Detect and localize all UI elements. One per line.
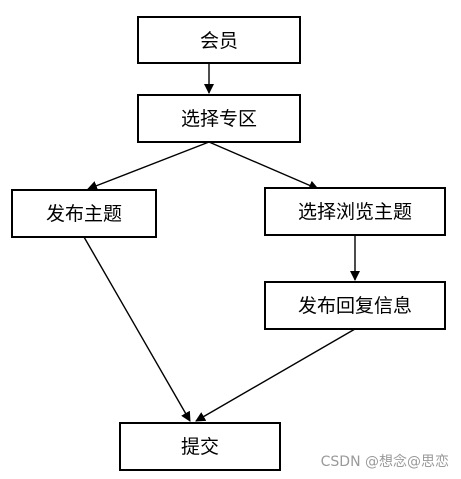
arrow-post-reply-to-submit [195,328,356,422]
arrow-select-zone-to-browse-topic [208,141,319,191]
node-member: 会员 [137,16,301,64]
node-browse-topic-label: 选择浏览主题 [298,201,412,223]
node-submit-label: 提交 [181,436,219,458]
node-post-reply: 发布回复信息 [264,281,446,330]
node-browse-topic: 选择浏览主题 [264,187,446,236]
node-submit: 提交 [119,422,281,471]
arrow-post-topic-to-submit [83,236,191,422]
node-post-topic-label: 发布主题 [46,203,122,225]
node-member-label: 会员 [200,30,238,52]
arrow-select-zone-to-post-topic [87,141,210,191]
node-post-reply-label: 发布回复信息 [298,295,412,317]
node-post-topic: 发布主题 [11,189,157,238]
node-select-zone: 选择专区 [137,94,301,143]
watermark: CSDN @想念@思恋 [321,453,449,470]
node-select-zone-label: 选择专区 [181,108,257,130]
